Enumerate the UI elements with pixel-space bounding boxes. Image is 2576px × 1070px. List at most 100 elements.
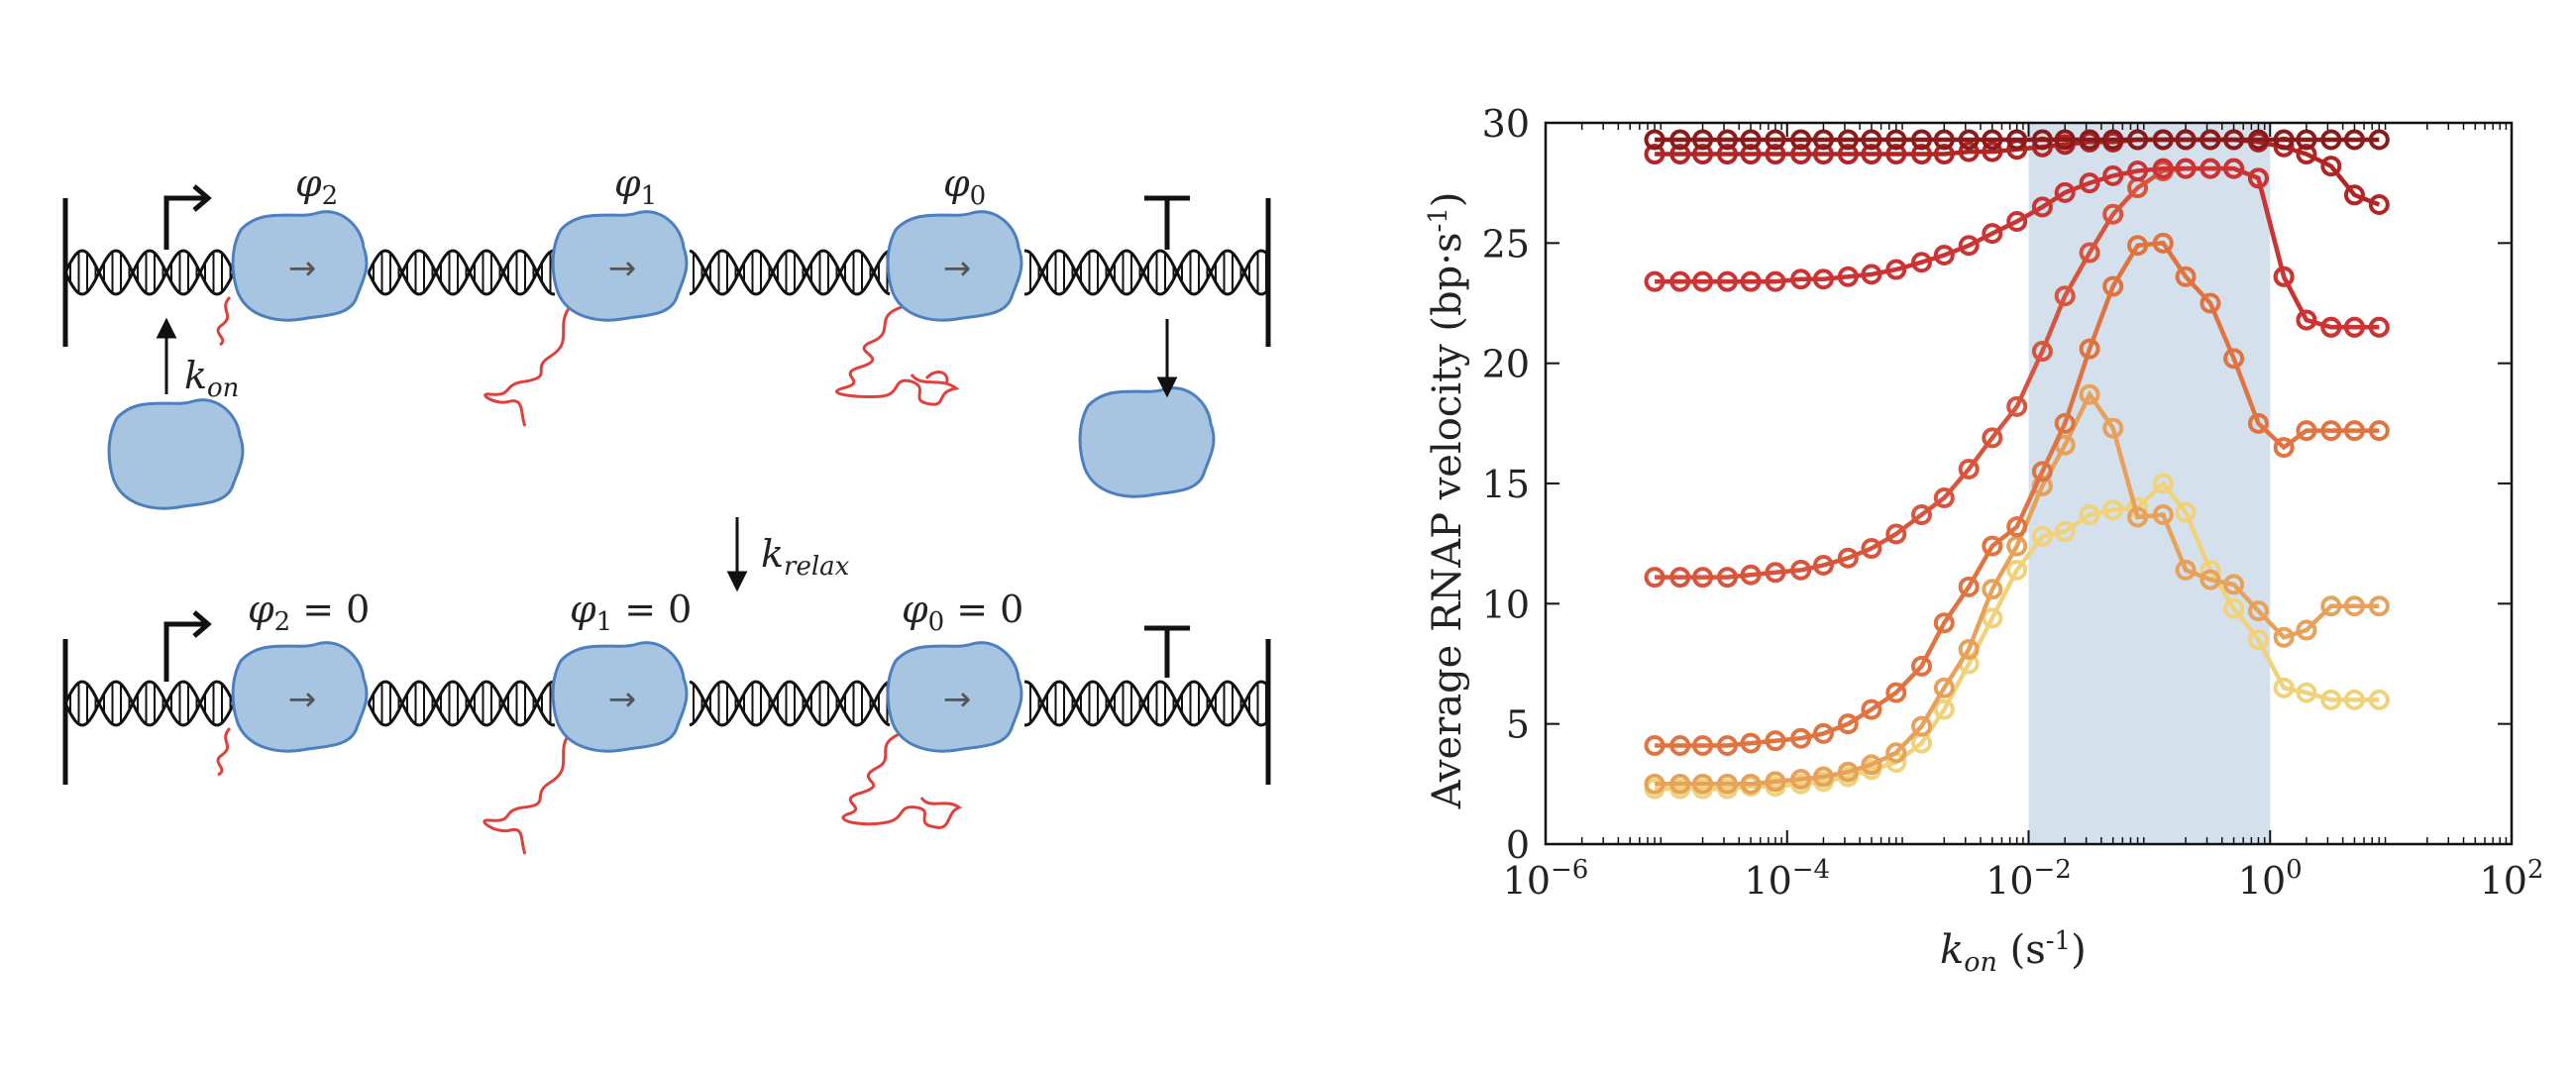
data-point xyxy=(2102,203,2124,225)
terminator-symbol-bottom xyxy=(1144,625,1190,678)
data-point xyxy=(2102,499,2124,521)
y-tick-label: 15 xyxy=(1482,463,1530,506)
data-point xyxy=(1911,504,1933,526)
data-point xyxy=(2247,600,2269,622)
data-point xyxy=(1692,773,1714,795)
data-point xyxy=(2175,559,2197,581)
data-point xyxy=(2031,196,2053,218)
data-point xyxy=(1885,144,1907,165)
dna-helix-bottom xyxy=(63,680,1270,727)
data-point xyxy=(2031,341,2053,363)
data-point xyxy=(1911,655,1933,677)
data-point xyxy=(1765,771,1786,793)
data-point xyxy=(2006,210,2028,232)
data-point xyxy=(1765,562,1786,584)
x-tick-label: 102 xyxy=(2480,855,2544,903)
data-point xyxy=(1692,270,1714,292)
kon-label: kon xyxy=(184,354,239,403)
data-point xyxy=(1692,129,1714,151)
rna-transcripts xyxy=(216,295,963,855)
data-point xyxy=(1790,727,1812,749)
rna-tail-bottom-2 xyxy=(483,732,572,855)
y-axis-label: Average RNAP velocity (bp·s-1) xyxy=(1424,192,1470,810)
data-point xyxy=(2368,595,2390,617)
data-point xyxy=(1933,129,1955,151)
data-point xyxy=(1669,735,1691,757)
data-point xyxy=(1740,129,1762,151)
series-line xyxy=(1655,240,2380,748)
data-point xyxy=(1765,730,1786,752)
data-point xyxy=(2079,338,2100,360)
data-point xyxy=(2368,194,2390,216)
data-point xyxy=(1644,567,1665,588)
data-point xyxy=(2031,129,2053,151)
krelax-label: krelax xyxy=(761,532,850,582)
data-point xyxy=(1958,458,1980,480)
data-point xyxy=(2175,158,2197,179)
data-point xyxy=(1861,698,1882,720)
data-point xyxy=(2273,626,2295,648)
data-point xyxy=(2031,461,2053,482)
data-point xyxy=(1669,773,1691,795)
rnap-free-binding xyxy=(107,398,245,510)
data-point xyxy=(2200,292,2221,314)
dna-helix-top xyxy=(63,249,1270,296)
data-point xyxy=(2320,420,2342,442)
data-point xyxy=(1669,144,1691,165)
data-point xyxy=(2200,569,2221,590)
data-point xyxy=(2296,619,2317,641)
data-point xyxy=(2152,504,2174,526)
data-point xyxy=(1644,129,1665,151)
series-line xyxy=(1655,165,2380,330)
rnap-direction-arrow: → xyxy=(288,680,317,719)
data-point xyxy=(1911,715,1933,737)
data-point xyxy=(1933,698,1955,720)
data-point xyxy=(2320,129,2342,151)
data-point xyxy=(2200,129,2221,151)
data-point xyxy=(2175,266,2197,287)
data-point xyxy=(2152,158,2174,179)
data-point xyxy=(1669,567,1691,588)
data-point xyxy=(1740,270,1762,292)
data-point xyxy=(2320,156,2342,177)
phi-label-bottom-2: φ2 = 0 xyxy=(248,588,370,637)
data-point xyxy=(1716,144,1738,165)
data-point xyxy=(2223,574,2245,595)
data-point xyxy=(1812,129,1834,151)
data-point xyxy=(2247,412,2269,434)
top-dna-row xyxy=(62,184,1271,347)
data-point xyxy=(1982,129,2003,151)
data-point xyxy=(2127,160,2149,182)
data-point xyxy=(1740,732,1762,754)
data-point xyxy=(2296,309,2317,331)
data-point xyxy=(2200,158,2221,179)
series-line xyxy=(1655,480,2380,792)
data-point xyxy=(1861,129,1882,151)
data-point xyxy=(1740,564,1762,586)
y-tick-label: 20 xyxy=(1482,343,1530,386)
rnap-bottom-2: → xyxy=(551,641,689,753)
data-point xyxy=(2368,420,2390,442)
kon-arrow xyxy=(156,317,177,394)
data-point xyxy=(1669,270,1691,292)
rnap-free-released xyxy=(1078,386,1216,498)
rnap-direction-arrow: → xyxy=(943,249,972,288)
series-line xyxy=(1655,389,2380,787)
data-point xyxy=(2152,232,2174,254)
y-tick-label: 5 xyxy=(1506,703,1530,747)
data-point xyxy=(2054,412,2076,434)
y-tick-label: 30 xyxy=(1482,102,1530,146)
dna-strand xyxy=(63,680,1270,727)
data-point xyxy=(2102,164,2124,186)
data-point xyxy=(1716,773,1738,795)
data-point xyxy=(1958,576,1980,597)
data-point xyxy=(1958,638,1980,660)
phi-label-top-1: φ1 xyxy=(614,161,657,211)
data-point xyxy=(1911,144,1933,165)
data-point xyxy=(1982,223,2003,245)
data-point xyxy=(2343,316,2365,338)
data-point xyxy=(1958,235,1980,257)
data-point xyxy=(1982,607,2003,629)
